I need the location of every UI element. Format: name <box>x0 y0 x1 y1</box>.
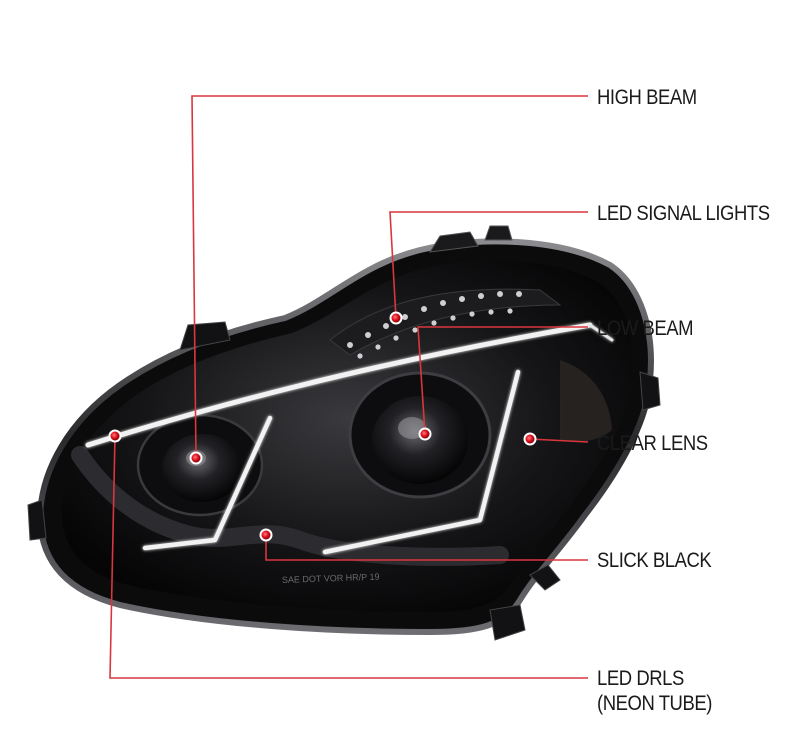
side-reflector <box>560 360 612 442</box>
label-high-beam: HIGH BEAM <box>597 86 697 109</box>
label-clear-lens: CLEAR LENS <box>597 432 708 455</box>
marker-dot-slick-black <box>259 528 273 542</box>
label-low-beam: LOW BEAM <box>597 317 694 340</box>
slick-black-trim <box>71 446 509 566</box>
marker-dot-led-signal <box>389 311 403 325</box>
callout-line-slick-black <box>265 535 588 561</box>
marker-dot-clear-lens <box>523 432 537 446</box>
marker-dot-led-drls <box>108 429 122 443</box>
callout-line-high-beam <box>191 95 588 459</box>
label-led-drls: LED DRLS <box>597 667 684 690</box>
label-led-drls-sub: (NEON TUBE) <box>597 692 712 715</box>
callout-lines <box>109 95 589 679</box>
high-beam-reflector <box>136 413 264 517</box>
label-slick-black: SLICK BLACK <box>597 549 712 572</box>
label-led-signal-lights: LED SIGNAL LIGHTS <box>597 202 770 225</box>
housing-dot-marking: SAE DOT VOR HR/P 19 <box>282 572 380 585</box>
led-drl-tube <box>85 322 614 555</box>
marker-dot-high-beam <box>189 451 203 465</box>
callout-line-low-beam <box>417 326 588 435</box>
marker-dot-low-beam <box>418 427 432 441</box>
callout-line-led-drls <box>109 435 588 679</box>
callout-line-led-signal <box>389 211 588 319</box>
callout-line-clear-lens <box>529 438 589 443</box>
led-signal-strip <box>329 288 562 359</box>
low-beam-projector <box>348 371 492 499</box>
callout-markers <box>108 311 537 542</box>
